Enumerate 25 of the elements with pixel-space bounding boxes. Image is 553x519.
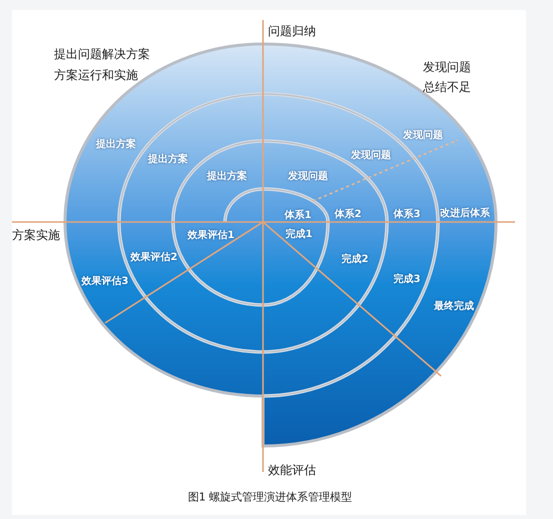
stage-label: 问题归纳 [268,25,316,37]
spiral-label: 效果评估3 [82,277,128,287]
spiral-label: 发现问题 [288,172,328,182]
spiral-label: 效果评估2 [130,253,178,263]
stage-label: 方案实施 [12,229,60,241]
spiral-label: 完成2 [342,255,368,265]
stage-label: 方案运行和实施 [54,69,138,81]
stage-label: 发现问题 [423,61,471,73]
stage-label: 效能评估 [268,464,316,476]
figure-caption: 图1 螺旋式管理演进体系管理模型 [188,490,352,504]
spiral-label: 最终完成 [434,302,474,312]
spiral-label: 体系3 [394,210,420,220]
spiral-label: 效果评估1 [188,231,234,241]
spiral-label: 完成3 [394,275,420,285]
spiral-label: 发现问题 [351,151,391,161]
spiral-label: 体系1 [284,211,312,221]
spiral-label: 发现问题 [403,131,443,141]
spiral-label: 提出方案 [96,140,136,150]
spiral-label: 完成1 [286,230,312,240]
spiral-label: 体系2 [334,210,362,220]
spiral-label: 改进后体系 [440,209,490,219]
spiral-label: 提出方案 [207,172,247,182]
spiral-label: 提出方案 [148,155,188,165]
stage-label: 总结不足 [423,81,471,93]
stage-label: 提出问题解决方案 [54,48,150,60]
